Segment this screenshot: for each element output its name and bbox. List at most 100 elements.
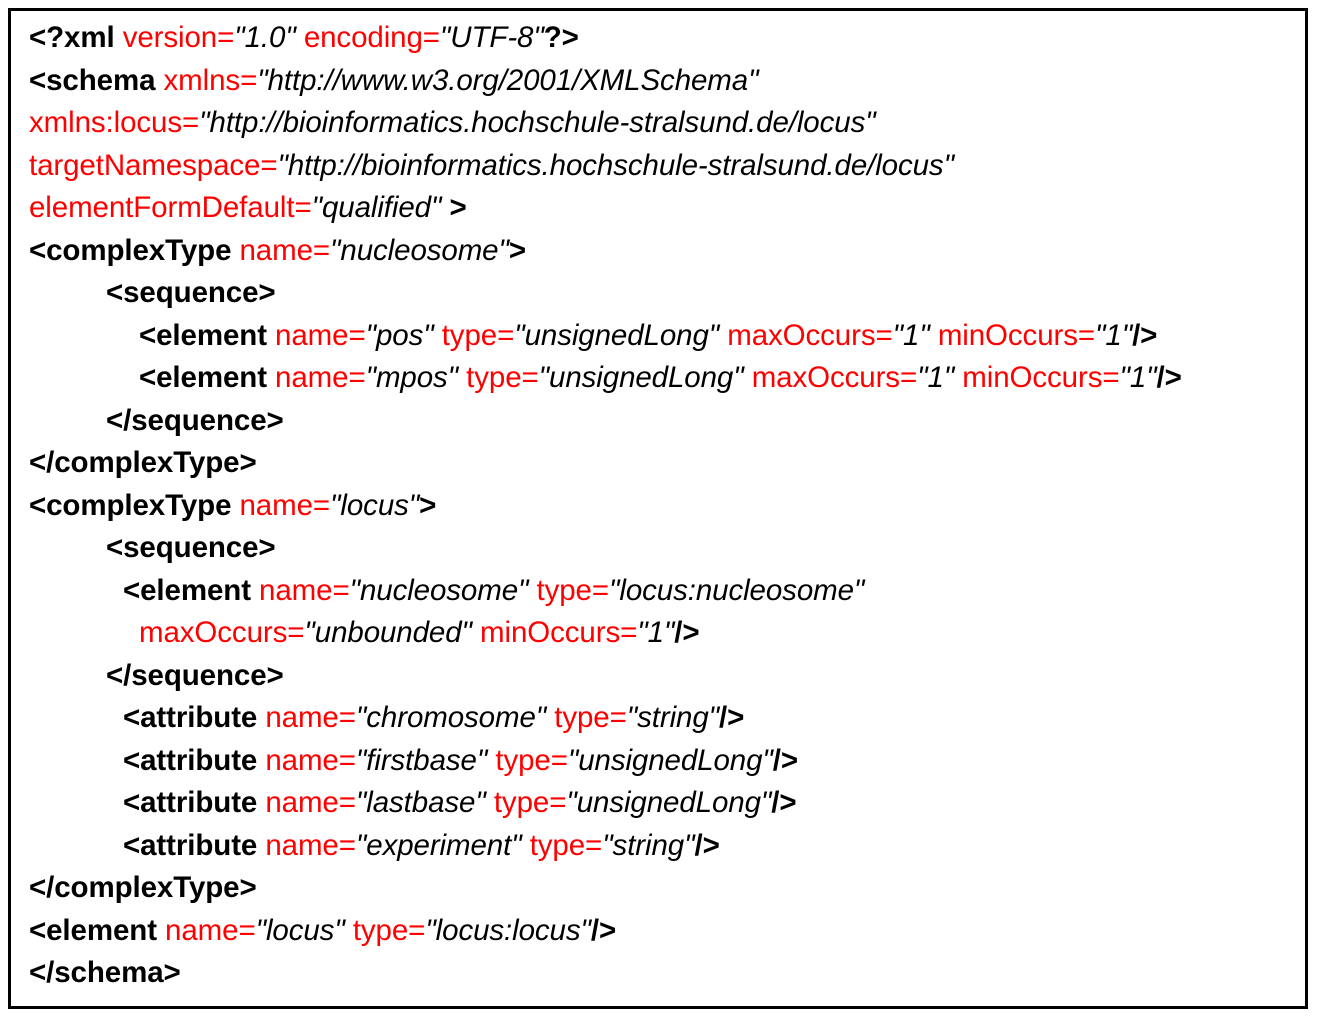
xml-punctuation-token: /> [771, 786, 797, 819]
xml-equals-token: = [294, 191, 312, 224]
xml-space-token [930, 319, 938, 352]
xml-equals-token: = [875, 318, 893, 352]
code-line: <attribute name="chromosome" type="strin… [29, 697, 1301, 740]
xml-equals-token: = [338, 743, 356, 777]
xml-attribute-value-token: "locus:nucleosome" [609, 573, 865, 607]
xml-equals-token: = [287, 616, 305, 649]
xml-attribute-value-token: "1" [917, 361, 955, 394]
xml-equals-token: = [549, 786, 567, 819]
xml-tag-token: </sequence> [106, 658, 284, 692]
xml-tag-token: <?xml [29, 21, 115, 54]
xml-equals-token: = [348, 361, 366, 394]
xml-punctuation-token: /> [772, 743, 798, 777]
xml-attribute-value-token: "chromosome" [355, 701, 547, 734]
code-line: xmlns:locus="http://bioinformatics.hochs… [29, 102, 1301, 145]
xml-attribute-value-token: "http://www.w3.org/2001/XMLSchema" [257, 63, 759, 97]
code-line: <?xml version="1.0" encoding="UTF-8"?> [29, 17, 1301, 60]
xml-attribute-name-token: maxOccurs [139, 616, 288, 649]
xml-attribute-name-token: type [554, 701, 610, 734]
xml-attribute-name-token: name [265, 743, 339, 777]
xml-equals-token: = [591, 573, 609, 607]
xml-equals-token: = [497, 318, 515, 352]
xml-attribute-value-token: "1" [1119, 361, 1157, 394]
code-line: </complexType> [29, 442, 1301, 485]
xml-attribute-name-token: minOccurs [962, 361, 1103, 394]
xml-attribute-name-token: maxOccurs [727, 318, 876, 352]
xml-attribute-name-token: encoding [303, 21, 423, 54]
xml-equals-token: = [899, 361, 918, 394]
xml-attribute-value-token: "firstbase" [355, 743, 488, 777]
xml-punctuation-token: > [508, 233, 526, 267]
code-listing-frame: <?xml version="1.0" encoding="UTF-8"?><s… [8, 8, 1308, 1009]
xml-equals-token: = [312, 488, 331, 522]
xml-attribute-value-token: "1" [892, 318, 930, 352]
xml-tag-token: <attribute [123, 743, 258, 777]
xml-attribute-name-token: maxOccurs [751, 361, 900, 394]
xml-space-token [231, 234, 239, 267]
xml-space-token [155, 64, 163, 97]
xml-space-token [458, 361, 466, 394]
xml-space-token [251, 574, 259, 607]
code-line: <attribute name="experiment" type="strin… [29, 825, 1301, 868]
xml-attribute-value-token: "http://bioinformatics.hochschule-strals… [277, 148, 955, 182]
xml-equals-token: = [338, 828, 356, 862]
xml-attribute-name-token: type [529, 828, 586, 862]
xml-equals-token: = [332, 573, 350, 607]
xml-equals-token: = [521, 361, 539, 394]
xml-attribute-name-token: name [275, 361, 349, 394]
xml-attribute-value-token: "unsignedLong" [566, 786, 772, 819]
code-line: </sequence> [29, 400, 1301, 443]
xml-attribute-name-token: type [493, 786, 550, 819]
xml-attribute-value-token: "locus:locus" [425, 913, 591, 947]
xml-attribute-value-token: "locus" [330, 488, 420, 522]
code-line: <attribute name="firstbase" type="unsign… [29, 740, 1301, 783]
xml-tag-token: <attribute [123, 828, 258, 862]
xml-attribute-name-token: version [122, 21, 218, 54]
xml-attribute-value-token: "unsignedLong" [538, 361, 744, 394]
xml-attribute-value-token: "string" [626, 701, 720, 734]
xml-tag-token: <attribute [123, 786, 258, 819]
xml-punctuation-token: /> [590, 913, 617, 947]
xml-attribute-name-token: xmlns [163, 63, 241, 97]
code-line: elementFormDefault="qualified" > [29, 187, 1301, 230]
xml-attribute-value-token: "UTF-8" [439, 21, 544, 54]
xml-punctuation-token: /> [694, 828, 720, 862]
xml-space-token [522, 829, 530, 862]
xml-attribute-name-token: targetNamespace [29, 148, 261, 182]
xml-attribute-value-token: "string" [602, 828, 695, 862]
xml-attribute-name-token: minOccurs [937, 318, 1078, 352]
xml-tag-token: <complexType [29, 488, 232, 522]
xml-attribute-value-token: "experiment" [355, 828, 522, 862]
code-line: <attribute name="lastbase" type="unsigne… [29, 782, 1301, 825]
xml-space-token [434, 319, 442, 352]
xml-punctuation-token: > [449, 191, 467, 224]
xml-tag-token: <schema [29, 63, 156, 97]
code-line: <element name="nucleosome" type="locus:n… [29, 570, 1301, 613]
xml-tag-token: <element [29, 913, 157, 947]
xml-tag-token: <element [123, 573, 251, 607]
xml-equals-token: = [182, 106, 200, 139]
xml-space-token [231, 489, 239, 522]
xml-equals-token: = [1102, 361, 1120, 394]
xml-attribute-value-token: "http://bioinformatics.hochschule-strals… [199, 106, 876, 139]
xml-tag-token: </complexType> [29, 446, 257, 479]
code-line: targetNamespace="http://bioinformatics.h… [29, 145, 1301, 188]
xml-attribute-value-token: "unsignedLong" [567, 743, 773, 777]
xml-punctuation-token: > [419, 488, 437, 522]
xml-attribute-value-token: "unbounded" [304, 616, 472, 649]
xml-equals-token: = [312, 233, 331, 267]
code-line: <sequence> [29, 272, 1301, 315]
code-line: <element name="pos" type="unsignedLong" … [29, 315, 1301, 358]
xml-attribute-name-token: type [352, 913, 409, 947]
xml-punctuation-token: /> [674, 616, 700, 649]
xml-tag-token: <complexType [29, 233, 232, 267]
xml-space-token [157, 914, 165, 947]
xml-equals-token: = [260, 148, 278, 182]
xml-tag-token: <attribute [123, 701, 258, 734]
xml-tag-token: <element [139, 318, 267, 352]
xml-punctuation-token: ?> [543, 21, 579, 54]
xml-attribute-name-token: name [165, 913, 239, 947]
xml-attribute-value-token: "nucleosome" [330, 233, 509, 267]
xml-equals-token: = [408, 913, 426, 947]
xml-space-token [472, 616, 480, 649]
